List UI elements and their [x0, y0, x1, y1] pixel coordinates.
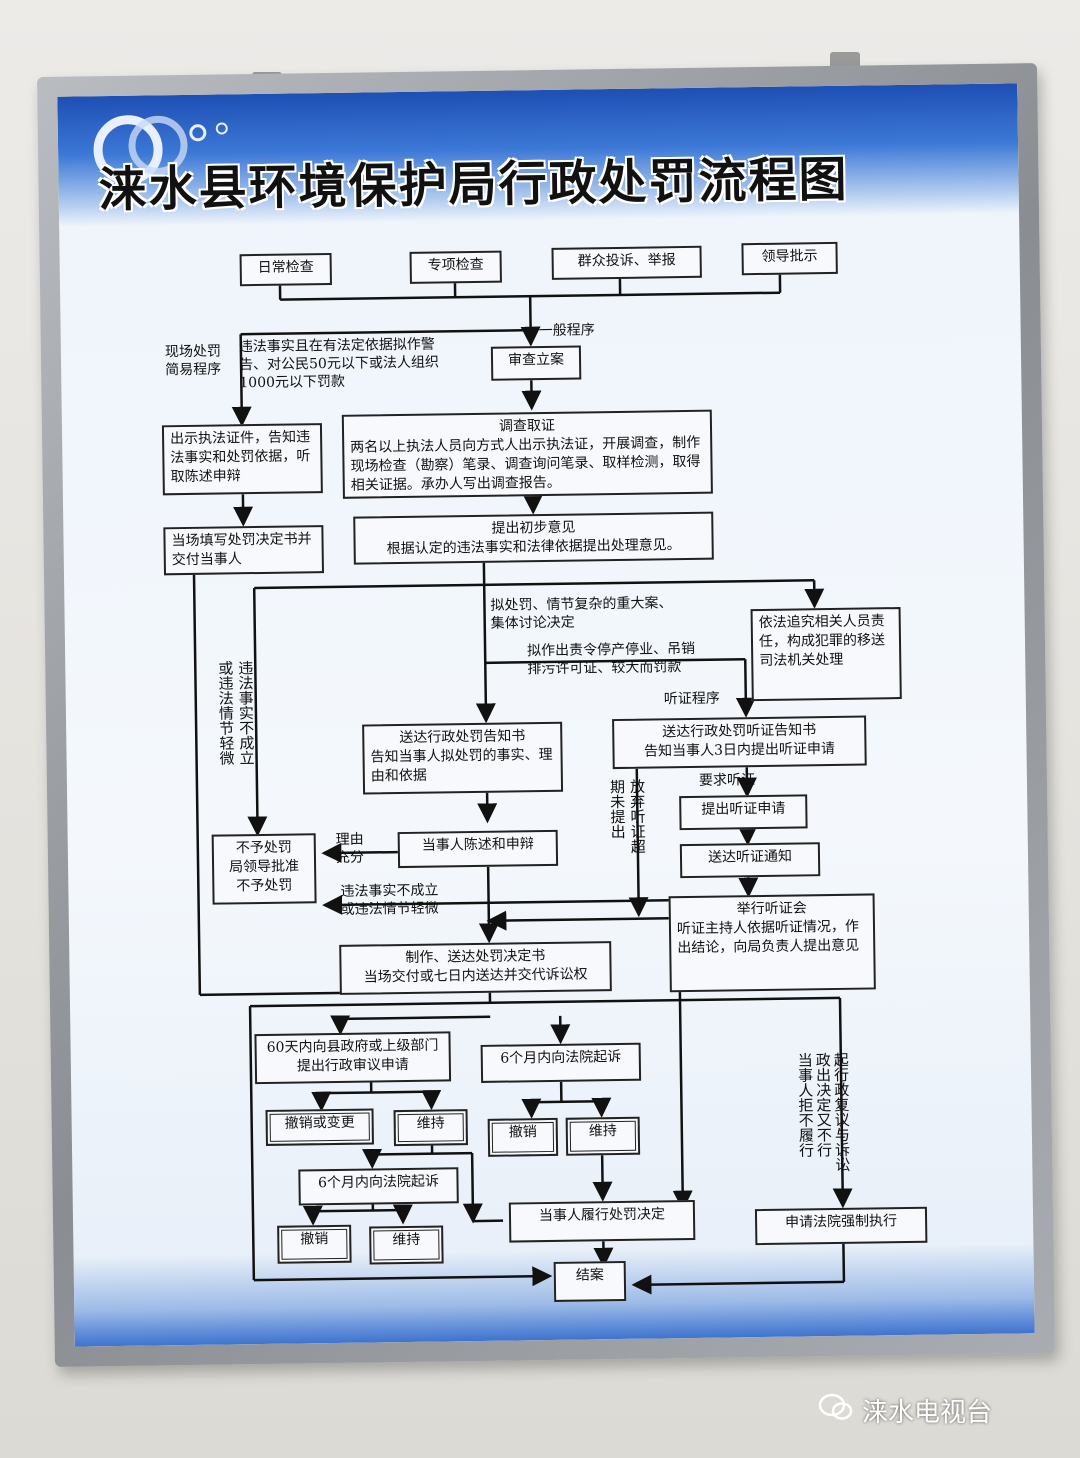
source-leader-instruction: 领导批示: [741, 241, 838, 276]
hearing-letter-box: 送达听证通知: [679, 842, 821, 879]
hold-hearing-text: 听证主持人依据听证情况，作出结论，向局负责人提出意见: [676, 918, 860, 957]
wechat-icon: [818, 1393, 853, 1420]
statement-defense-box: 当事人陈述和申辩: [397, 829, 559, 869]
reason-sufficient-label: 理由 充分: [335, 831, 365, 866]
penalty-notice-text: 告知当事人拟处罚的事实、理由和依据: [370, 746, 553, 785]
revoke-or-change-box: 撤销或变更: [265, 1108, 374, 1146]
vertical-label-expired: 期未提出: [607, 778, 627, 840]
onsite-show-id-box: 出示执法证件，告知违法事实和处罚依据，听取陈述申辩: [161, 423, 323, 496]
watermark-text: 涞水电视台: [862, 1398, 993, 1428]
onsite-decision-box: 当场填写处罚决定书并交付当事人: [163, 525, 324, 576]
vertical-label-not-established: 违法事实不成立: [236, 660, 256, 766]
register-case-box: 审查立案: [490, 345, 582, 381]
source-special-inspection: 专项检查: [409, 250, 502, 284]
investigate-text: 两名以上执法人员向方式人出示执法证，开展调查，制作现场检查（勘察）笔录、调查询问…: [350, 434, 701, 494]
uphold-box-1: 维持: [393, 1109, 468, 1147]
perform-decision-box: 当事人履行处罚决定: [508, 1199, 696, 1243]
hearing-procedure-label: 听证程序: [663, 690, 720, 708]
penalty-notice-box: 送达行政处罚告知书 告知当事人拟处罚的事实、理由和依据: [362, 721, 564, 795]
collective-discussion-label: 拟处罚、情节复杂的重大案、 集体讨论决定: [490, 595, 673, 632]
simple-procedure-condition: 违法事实且在有法定依据拟作警 告、对公民50元以下或法人组织 1000元以下罚款: [238, 336, 440, 392]
revoke-box-3: 撤销: [277, 1224, 352, 1264]
opinion-text: 根据认定的违法事实和法律依据提出处理意见。: [386, 537, 681, 558]
preliminary-opinion-box: 提出初步意见 根据认定的违法事实和法律依据提出处理意见。: [353, 511, 714, 565]
revoke-box-2: 撤销: [487, 1117, 559, 1157]
vertical-label-no-appeal: 起行政复议与诉讼: [831, 1051, 852, 1173]
hearing-condition-label: 拟作出责令停产停业、吊销 排污许可证、较大而罚款: [526, 640, 696, 678]
simple-procedure-label: 现场处罚 简易程序: [164, 343, 222, 379]
court-enforce-box: 申请法院强制执行: [754, 1206, 928, 1246]
hearing-notice-box: 送达行政处罚听证告知书 告知当事人3日内提出听证申请: [612, 715, 867, 770]
case-closed-box: 结案: [553, 1260, 627, 1302]
court-sue-box-1: 6个月内向法院起诉: [480, 1042, 642, 1083]
penalty-notice-title: 送达行政处罚告知书: [399, 728, 526, 747]
admin-review-box: 60天内向县政府或上级部门提出行政审议申请: [254, 1031, 452, 1085]
flow-connectors: [192, 272, 853, 1295]
no-violation-label: 违法事实不成立 或违法情节轻微: [340, 882, 439, 918]
judicial-transfer-box: 依法追究相关人员责任，构成犯罪的移送司法机关处理: [750, 607, 902, 702]
court-sue-box-2: 6个月内向法院起诉: [298, 1167, 459, 1206]
source-daily-inspection: 日常检查: [239, 252, 332, 287]
request-hearing-label: 要求听证: [698, 772, 756, 789]
uphold-box-2: 维持: [565, 1116, 641, 1156]
hold-hearing-box: 举行听证会 听证主持人依据听证情况，作出结论，向局负责人提出意见: [668, 893, 876, 993]
circles-logo-icon: [93, 115, 228, 185]
vertical-label-waived: 放弃听证超: [627, 778, 647, 854]
poster: 涞水县环境保护局行政处罚流程图: [57, 83, 1035, 1347]
investigate-box: 调查取证 两名以上执法人员向方式人出示执法证，开展调查，制作现场检查（勘察）笔录…: [341, 409, 713, 499]
apply-hearing-box: 提出听证申请: [679, 794, 808, 831]
hearing-notice-text: 告知当事人3日内提出听证申请: [643, 740, 836, 760]
no-penalty-box: 不予处罚 局领导批准 不予处罚: [211, 833, 317, 905]
vertical-label-minor: 或违法情节轻微: [216, 660, 236, 766]
decision-document-box: 制作、送达处罚决定书 当场交付或七日内送达并交代诉讼权: [339, 941, 612, 995]
poster-frame: 涞水县环境保护局行政处罚流程图: [37, 63, 1055, 1367]
decision-text: 当场交付或七日内送达并交代诉讼权: [363, 966, 588, 986]
uphold-box-3: 维持: [369, 1225, 444, 1265]
general-procedure-label: 一般程序: [538, 322, 595, 340]
source-complaints: 群众投诉、举报: [551, 245, 702, 280]
